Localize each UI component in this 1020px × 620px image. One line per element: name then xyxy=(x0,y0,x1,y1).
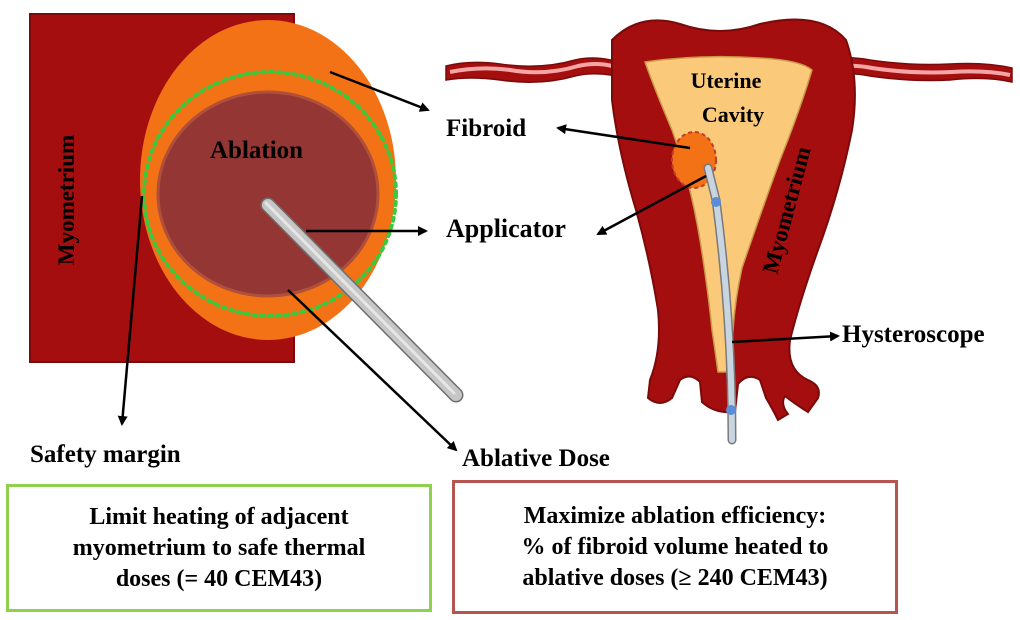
hysteroscope-joint-bottom xyxy=(726,405,736,415)
efficiency-goal-line-2: % of fibroid volume heated to xyxy=(521,533,829,560)
fibroid-label: Fibroid xyxy=(446,115,527,142)
hysteroscope-arrow xyxy=(731,331,840,344)
myometrium-left-label: Myometrium xyxy=(54,135,79,265)
ablative-dose-label: Ablative Dose xyxy=(462,445,610,472)
applicator-arrow-to-right xyxy=(596,174,707,236)
efficiency-goal-line-3: ablative doses (≥ 240 CEM43) xyxy=(522,564,828,591)
hysteroscope-label: Hysteroscope xyxy=(842,321,985,348)
uterine-cavity-label-line2: Cavity xyxy=(702,102,764,127)
applicator-rod-highlight xyxy=(264,201,456,395)
safety-goal-box: Limit heating of adjacent myometrium to … xyxy=(6,484,432,612)
ablation-zone xyxy=(156,90,380,298)
fallopian-tube-left-inner xyxy=(449,62,629,75)
efficiency-goal-line-1: Maximize ablation efficiency: xyxy=(523,502,827,529)
ablation-label: Ablation xyxy=(210,137,304,164)
safety-goal-line-1: Limit heating of adjacent xyxy=(89,503,349,530)
fibroid-arrow-to-small xyxy=(556,124,691,150)
safety-margin-line xyxy=(142,70,398,318)
safety-margin-arrow xyxy=(117,195,144,426)
safety-goal-line-3: doses (= 40 CEM43) xyxy=(115,565,323,592)
uterine-cavity-label-line1: Uterine xyxy=(691,68,762,93)
fallopian-tube-right xyxy=(807,57,1013,83)
hysteroscope-joint-top xyxy=(711,197,721,207)
safety-margin-label: Safety margin xyxy=(30,441,181,468)
safety-goal-line-2: myometrium to safe thermal xyxy=(72,534,366,561)
efficiency-goal-box: Maximize ablation efficiency: % of fibro… xyxy=(452,480,898,614)
applicator-label: Applicator xyxy=(446,214,566,243)
fibroid-arrow-from-left xyxy=(329,70,430,112)
ablative-dose-arrow xyxy=(287,289,458,452)
hysteroscope-tube xyxy=(705,165,735,443)
